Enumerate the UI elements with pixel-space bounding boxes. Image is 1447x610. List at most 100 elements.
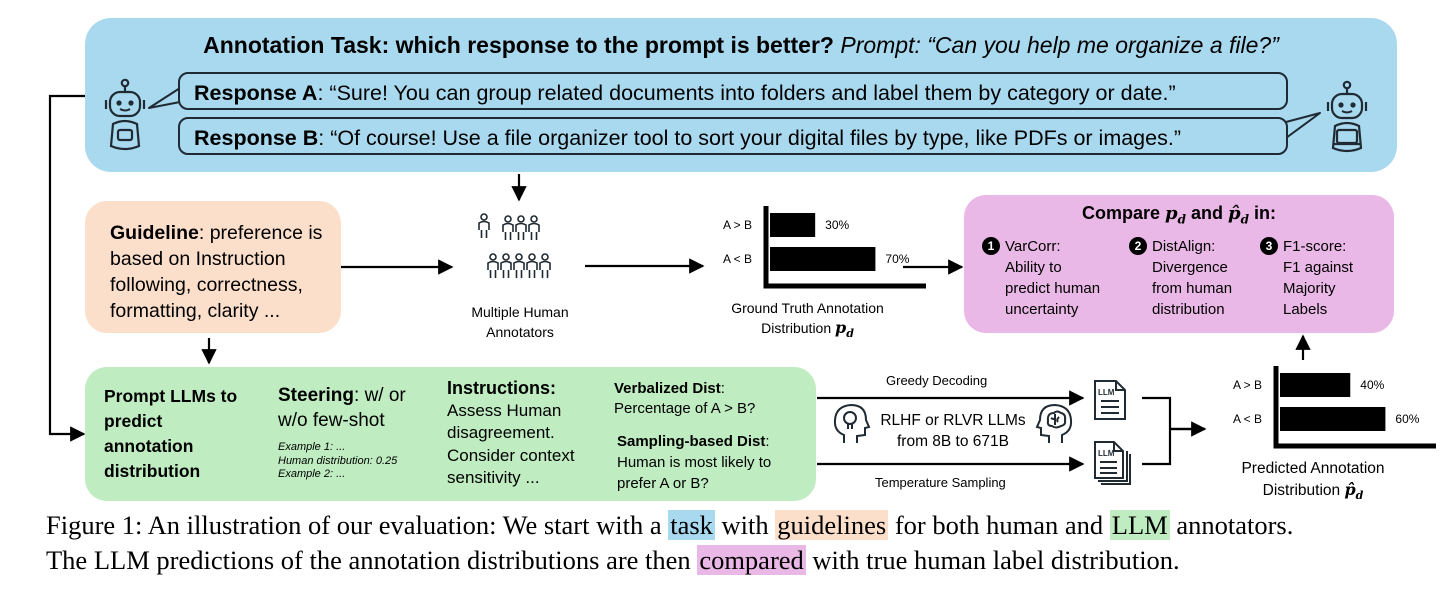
llm-models-line2: from 8B to 671B (896, 433, 1009, 450)
instructions-line3: Consider context (447, 445, 575, 465)
head-brain-icon (1035, 403, 1073, 443)
greedy-decoding-label: Greedy Decoding (886, 373, 988, 388)
robot-icon (104, 78, 146, 151)
pred-axes (1273, 366, 1436, 449)
pd-hat-symbol: p̂ (1344, 480, 1355, 499)
gt-bar-2 (770, 247, 876, 271)
caption-text-1a: Figure 1: An illustration of our evaluat… (46, 510, 669, 540)
speech-tails (148, 87, 1321, 139)
figure-caption-line1: Figure 1: An illustration of our evaluat… (46, 510, 1293, 541)
prompt-title-line3: annotation (104, 436, 194, 456)
documents-stack-icon: LLM (1094, 441, 1131, 485)
instructions-line1: Assess Human (447, 400, 562, 420)
compare-item-1-text: VarCorr: Ability to predict human uncert… (1005, 236, 1135, 320)
compare-title: Compare pd and p̂d in: (964, 203, 1394, 227)
caption-text-1c: for both human and (888, 510, 1110, 540)
pred-bar-2 (1280, 407, 1386, 431)
predicted-caption: Predicted Annotation Distribution p̂d (1218, 458, 1408, 506)
ground-truth-caption-line1: Ground Truth Annotation (731, 300, 884, 316)
compare-item-2-text: DistAlign: Divergence from human distrib… (1152, 236, 1272, 320)
pd-symbol: p (835, 318, 847, 337)
annotators-caption: Multiple Human Annotators (445, 302, 595, 342)
gt-axes (763, 206, 926, 289)
compare-item-2-line4: distribution (1152, 301, 1225, 318)
pred-category-1: A > B (1233, 378, 1262, 392)
verbalized-text: Percentage of A > B? (614, 400, 756, 417)
compare-title-suffix: in: (1254, 203, 1277, 223)
caption-text-2b: with true human label distribution. (805, 545, 1180, 575)
people-group-icon (478, 213, 551, 279)
sampling-colon: : (765, 433, 770, 450)
task-title: Annotation Task: which response to the p… (85, 32, 1397, 59)
gt-category-2: A < B (723, 252, 752, 266)
prompt-title-line2: predict (104, 411, 163, 431)
compare-item-3-line2: F1 against (1283, 259, 1354, 276)
compare-item-1-num: 1 (982, 237, 1000, 255)
instructions-line4: sensitivity ... (447, 468, 540, 487)
pred-value-label-2: 60% (1395, 412, 1419, 426)
sampling-dist: Sampling-based Dist: Human is most likel… (617, 431, 817, 494)
gt-value-label-2: 70% (885, 252, 909, 266)
pd-hat-p: p (1344, 480, 1356, 499)
example-line2: Human distribution: 0.25 (278, 454, 398, 467)
caption-text-1d: annotators. (1169, 510, 1294, 540)
pred-category-2: A < B (1233, 412, 1262, 426)
prompt-title: Prompt LLMs to predict annotation distri… (104, 384, 264, 484)
caption-highlight-task: task (668, 510, 715, 540)
compare-title-and: and (1191, 203, 1224, 223)
response-b-text: : “Of course! Use a file organizer tool … (318, 126, 1181, 150)
compare-item-1-line3: predict human (1005, 280, 1101, 297)
gt-bar-1 (770, 213, 816, 237)
sampling-label: Sampling-based Dist (617, 433, 766, 450)
steering-text-1: : w/ or (354, 385, 406, 406)
doc-label-2: LLM (1098, 449, 1115, 458)
compare-item-2-line2: Divergence (1152, 259, 1228, 276)
compare-item-3-line4: Labels (1283, 301, 1328, 318)
guideline-box: Guideline: preference is based on Instru… (85, 201, 341, 333)
response-a-bubble: Response A: “Sure! You can group related… (178, 72, 1288, 110)
compare-item-3-line1: F1-score: (1283, 238, 1347, 255)
gt-category-1: A > B (723, 218, 752, 232)
compare-item-2-num: 2 (1129, 237, 1147, 255)
compare-item-1-line4: uncertainty (1005, 301, 1079, 318)
response-b-label: Response B (194, 126, 319, 150)
predicted-caption-line2: Distribution (1262, 482, 1341, 499)
compare-item-3-line3: Majority (1283, 280, 1336, 297)
instructions-label: Instructions: (447, 378, 557, 398)
response-a-label: Response A (194, 81, 318, 105)
ground-truth-caption-line2: Distribution (761, 320, 832, 336)
compare-item-1-line2: Ability to (1005, 259, 1062, 276)
arrow-task-to-prompt (48, 94, 86, 442)
prompt-llm-box: Prompt LLMs to predict annotation distri… (85, 367, 816, 501)
doc-label-1: LLM (1098, 388, 1115, 397)
pd-subscript: d (846, 326, 854, 340)
compare-box: Compare pd and p̂d in: 1 VarCorr: Abilit… (964, 195, 1394, 333)
temperature-sampling-label: Temperature Sampling (875, 475, 1006, 490)
example-line1: Example 1: ... (278, 441, 346, 453)
sampling-line1: Human is most likely to (617, 454, 772, 471)
compare-item-2-line3: from human (1152, 280, 1233, 297)
compare-item-1-line1: VarCorr: (1005, 238, 1061, 255)
example-line3: Example 2: ... (278, 468, 346, 480)
head-lightbulb-icon (833, 403, 871, 443)
task-prompt: Prompt: “Can you help me organize a file… (840, 32, 1279, 58)
verbalized-colon: : (720, 380, 725, 397)
caption-highlight-llm: LLM (1109, 510, 1170, 540)
llm-models: RLHF or RLVR LLMs from 8B to 671B (873, 410, 1033, 452)
compare-item-3-num: 3 (1260, 237, 1278, 255)
compare-item-2-line1: DistAlign: (1152, 238, 1216, 255)
instructions-line2: disagreement. (447, 423, 555, 442)
compare-pd-hat: p̂d (1228, 203, 1250, 227)
response-b-bubble: Response B: “Of course! Use a file organ… (178, 117, 1288, 155)
instructions: Instructions: Assess Human disagreement.… (447, 377, 612, 490)
gt-value-label-1: 30% (825, 218, 849, 232)
annotators-line2: Annotators (486, 324, 554, 340)
robot-laptop-icon (1326, 80, 1368, 153)
verbalized-label: Verbalized Dist (614, 380, 721, 397)
llm-models-line1: RLHF or RLVR LLMs (880, 412, 1026, 429)
guideline-body: : preference is based on Instruction fol… (110, 222, 323, 322)
compare-item-3-text: F1-score: F1 against Majority Labels (1283, 236, 1393, 320)
annotators-line1: Multiple Human (471, 304, 569, 320)
compare-pd: pd (1165, 203, 1186, 227)
